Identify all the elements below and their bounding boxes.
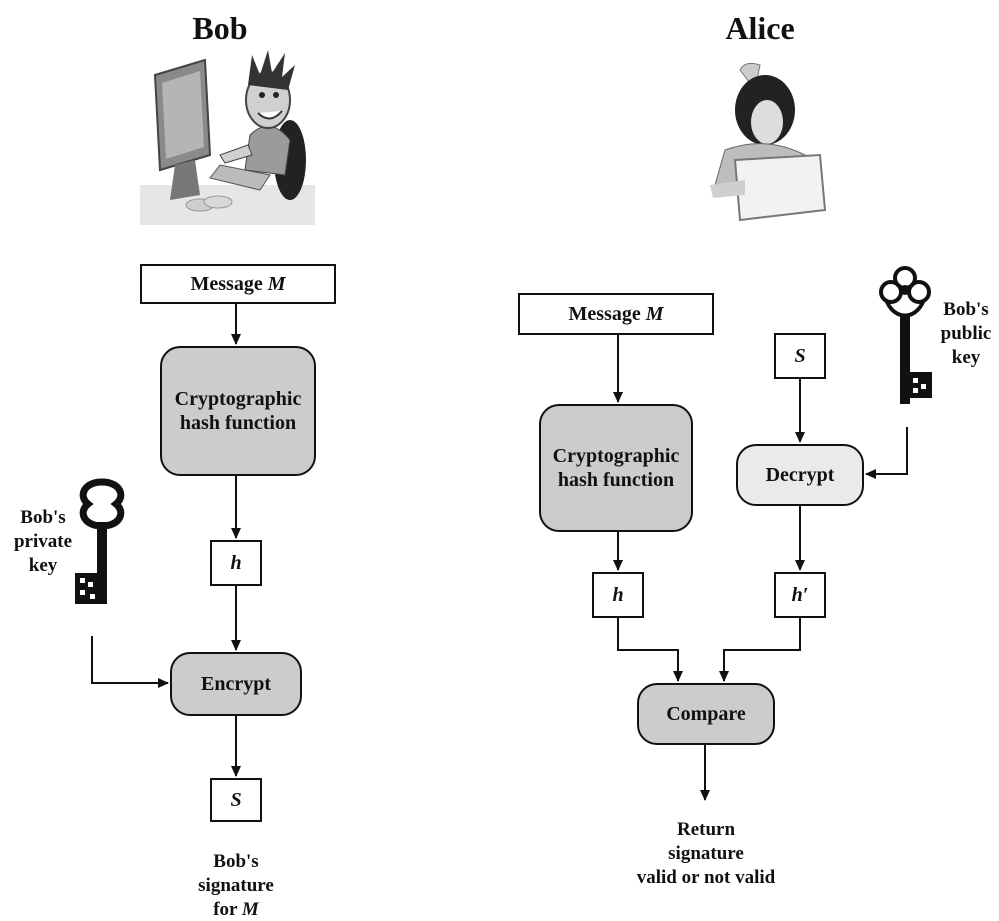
bob-encrypt-box: Encrypt (170, 652, 302, 716)
alice-arrow-hprime-to-compare (719, 618, 801, 682)
bob-signature-line1: Bob's (213, 851, 259, 872)
bob-message-box: Message M (140, 264, 336, 304)
alice-s-box: S (774, 333, 826, 379)
public-key-icon (879, 266, 932, 404)
bob-h-box: h (210, 540, 262, 586)
alice-illustration (710, 62, 827, 222)
alice-return-label: Return signature valid or not valid (600, 818, 812, 889)
bob-signature-line2: signature (198, 874, 274, 896)
alice-hash-function-box: Cryptographic hash function (539, 404, 693, 532)
alice-message-box: Message M (518, 293, 714, 335)
alice-arrow-h-to-compare (617, 618, 683, 682)
alice-compare-box: Compare (637, 683, 775, 745)
bob-signature-var: M (241, 898, 259, 920)
bob-illustration (140, 50, 315, 225)
bob-signature-line3: for M (180, 898, 292, 921)
alice-return-line2: signature (668, 842, 744, 864)
alice-message-var: M (645, 303, 664, 325)
bob-signature-label: Bob's signature for M (180, 850, 292, 921)
bob-message-prefix: Message (190, 273, 263, 295)
alice-title: Alice (725, 10, 795, 46)
alice-public-key-text: Bob's public key (940, 299, 992, 368)
bob-signature-for: for (213, 898, 242, 920)
alice-return-line3: valid or not valid (636, 866, 776, 888)
bob-private-key-text: Bob's private key (13, 507, 73, 576)
alice-arrow-key-to-decrypt (865, 427, 908, 479)
alice-decrypt-box: Decrypt (736, 444, 864, 506)
bob-private-key-label: Bob's private key (2, 506, 84, 577)
alice-return-line1: Return (676, 819, 736, 840)
bob-message-var: M (267, 273, 286, 295)
bob-s-box: S (210, 778, 262, 822)
bob-title: Bob (192, 10, 248, 46)
bob-hash-function-box: Cryptographic hash function (160, 346, 316, 476)
bob-arrow-key-to-encrypt (91, 636, 169, 688)
alice-h-box: h (592, 572, 644, 618)
private-key-icon (75, 478, 125, 604)
alice-h-prime-box: h′ (774, 572, 826, 618)
alice-message-prefix: Message (568, 303, 641, 325)
alice-public-key-label: Bob's public key (936, 298, 996, 369)
